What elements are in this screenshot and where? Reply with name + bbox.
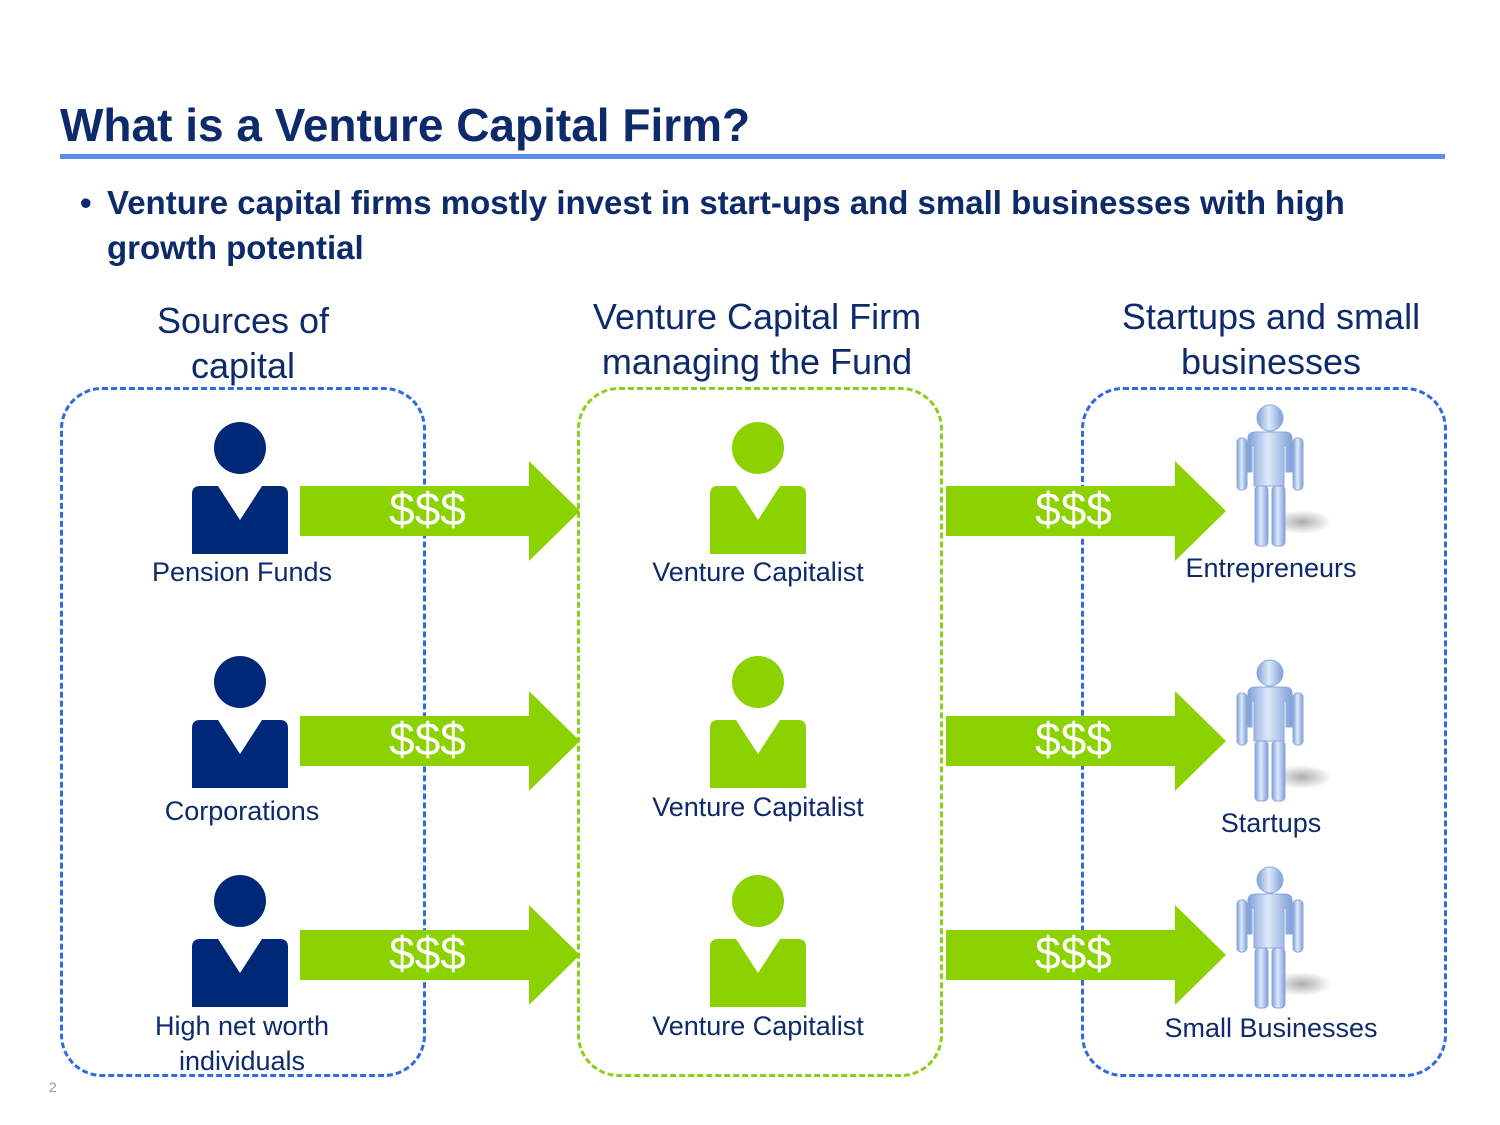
label-venture-capitalist: Venture Capitalist (652, 557, 864, 587)
right-arrow-icon (946, 691, 1226, 791)
title-underline (60, 154, 1445, 159)
label-pension-funds: Pension Funds (151, 557, 333, 587)
arrow-corporations-to-vc: $$$ (300, 691, 580, 791)
page-number: 2 (49, 1079, 57, 1095)
bullet-marker: • (80, 184, 92, 221)
3d-person-icon (1220, 866, 1330, 1016)
slide-title: What is a Venture Capital Firm? (60, 99, 751, 151)
bullet-text: Venture capital firms mostly invest in s… (107, 184, 1345, 266)
money-label: $$$ (1035, 483, 1112, 535)
right-arrow-icon (300, 461, 580, 561)
right-arrow-icon (946, 461, 1226, 561)
money-label: $$$ (1035, 927, 1112, 979)
person-icon (192, 422, 288, 554)
person-icon (192, 656, 288, 788)
arrow-vc-to-startups: $$$ (946, 691, 1226, 791)
money-label: $$$ (389, 483, 466, 535)
label-high-net-worth: High net worth individuals (154, 1011, 330, 1076)
heading-startups: Startups and small businesses (1121, 296, 1421, 382)
arrow-pension-to-vc: $$$ (300, 461, 580, 561)
heading-vc-firm: Venture Capital Firm managing the Fund (592, 296, 922, 382)
label-entrepreneurs: Entrepreneurs (1185, 553, 1357, 583)
label-venture-capitalist: Venture Capitalist (652, 792, 864, 822)
arrow-vc-to-small-businesses: $$$ (946, 905, 1226, 1005)
right-arrow-icon (946, 905, 1226, 1005)
heading-sources-of-capital: Sources of capital (156, 300, 330, 386)
vc-firm-group-box (577, 387, 943, 1077)
right-arrow-icon (300, 905, 580, 1005)
3d-person-icon (1220, 404, 1330, 554)
3d-person-icon (1220, 659, 1330, 809)
label-corporations: Corporations (164, 796, 320, 826)
arrow-hnwi-to-vc: $$$ (300, 905, 580, 1005)
label-venture-capitalist: Venture Capitalist (652, 1011, 864, 1041)
arrow-vc-to-entrepreneurs: $$$ (946, 461, 1226, 561)
money-label: $$$ (1035, 713, 1112, 765)
label-small-businesses: Small Businesses (1164, 1013, 1378, 1043)
person-icon (710, 875, 806, 1007)
right-arrow-icon (300, 691, 580, 791)
label-startups: Startups (1220, 808, 1322, 838)
person-icon (192, 875, 288, 1007)
person-icon (710, 656, 806, 788)
money-label: $$$ (389, 713, 466, 765)
money-label: $$$ (389, 927, 466, 979)
person-icon (710, 422, 806, 554)
